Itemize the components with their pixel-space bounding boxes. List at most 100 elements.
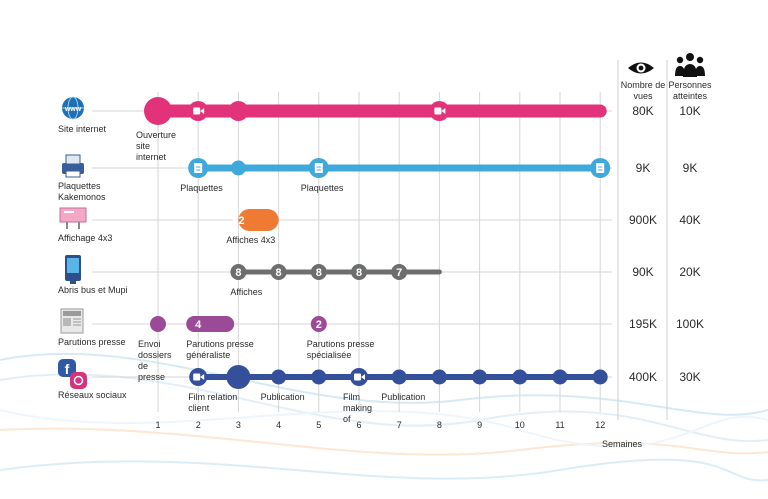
week-tick-label: 6 — [356, 420, 361, 430]
event-marker — [472, 369, 488, 385]
wave-line — [0, 409, 768, 448]
week-tick-label: 11 — [555, 420, 564, 430]
billboard-line — [64, 211, 74, 213]
row-label-line: Plaquettes — [58, 181, 101, 191]
billboard-panel — [59, 207, 87, 223]
reach-value: 20K — [679, 265, 700, 279]
event-marker — [311, 369, 327, 385]
www-globe-icon: www — [62, 96, 84, 120]
event-caption-line: Publication — [381, 392, 425, 402]
background-waves — [0, 352, 768, 482]
week-tick-label: 2 — [196, 420, 201, 430]
facebook-tile — [58, 359, 76, 377]
event-caption-line: dossiers — [138, 350, 172, 360]
week-tick-label: 9 — [477, 420, 482, 430]
event-marker — [150, 316, 166, 332]
row-label: Affichage 4x3 — [58, 233, 112, 243]
event-marker — [270, 264, 287, 280]
reach-value: 9K — [683, 161, 698, 175]
views-value: 195K — [629, 317, 657, 331]
week-tick-label: 5 — [316, 420, 321, 430]
event-marker — [431, 369, 447, 385]
event-value: 8 — [235, 267, 241, 279]
event-marker — [552, 369, 568, 385]
event-caption: Plaquettes — [180, 183, 223, 193]
event-marker — [226, 365, 251, 389]
wave-line — [0, 458, 768, 482]
video-glyph-body — [193, 373, 201, 381]
event-caption: Publication — [381, 392, 425, 402]
week-tick-label: 10 — [515, 420, 525, 430]
reach-value: 30K — [679, 370, 700, 384]
video-glyph-body — [193, 107, 201, 115]
views-value: 90K — [632, 265, 653, 279]
row-label-line: Site internet — [58, 124, 107, 134]
mupi-screen — [67, 258, 79, 273]
event-caption-line: presse — [138, 372, 165, 382]
wave-line — [0, 427, 768, 456]
bus-shelter-icon — [65, 255, 81, 284]
event-caption-line: Affiches — [230, 287, 262, 297]
person-head — [686, 53, 694, 61]
eye-pupil — [638, 65, 644, 71]
header-line: Nombre de — [621, 80, 666, 90]
event-value: 8 — [276, 267, 282, 279]
video-glyph-lens — [361, 374, 365, 380]
header-line: Personnes — [668, 80, 712, 90]
reach-value: 40K — [679, 213, 700, 227]
wave-line — [0, 352, 768, 416]
event-pill — [186, 316, 235, 332]
paper-photo — [63, 318, 71, 326]
event-caption: Affiches 4x3 — [226, 235, 275, 245]
event-caption-line: généraliste — [186, 350, 230, 360]
person-head — [676, 56, 684, 64]
row-label-line: Parutions presse — [58, 337, 126, 347]
event-caption-line: making — [343, 403, 372, 413]
views-value: 9K — [636, 161, 651, 175]
header-line: vues — [633, 91, 653, 101]
event-marker — [230, 160, 246, 176]
video-glyph-lens — [200, 374, 205, 380]
paper-headline — [63, 311, 81, 316]
event-marker — [592, 369, 608, 385]
facebook-glyph: f — [65, 361, 70, 377]
event-caption-line: Ouverture — [136, 130, 176, 140]
reach-value: 100K — [676, 317, 704, 331]
video-glyph-body — [354, 373, 361, 381]
event-caption-line: Affiches 4x3 — [226, 235, 275, 245]
week-tick-label: 8 — [437, 420, 442, 430]
views-value: 400K — [629, 370, 657, 384]
event-value: 4 — [195, 319, 202, 331]
event-marker — [512, 369, 528, 385]
views-value: 900K — [629, 213, 657, 227]
week-tick-label: 12 — [595, 420, 605, 430]
event-marker — [271, 369, 287, 385]
event-marker — [144, 97, 172, 125]
person-body — [683, 64, 697, 77]
row-label-line: Réseaux sociaux — [58, 390, 127, 400]
event-marker — [391, 264, 408, 280]
event-caption-line: site — [136, 141, 150, 151]
video-glyph-body — [434, 107, 442, 115]
event-marker — [351, 264, 367, 280]
person-body — [695, 66, 705, 76]
event-caption: Publication — [261, 392, 305, 402]
week-tick-label: 1 — [155, 420, 160, 430]
week-tick-label: 3 — [236, 420, 241, 430]
social-icon: f — [58, 359, 87, 389]
doc-glyph-sheet — [314, 163, 323, 173]
